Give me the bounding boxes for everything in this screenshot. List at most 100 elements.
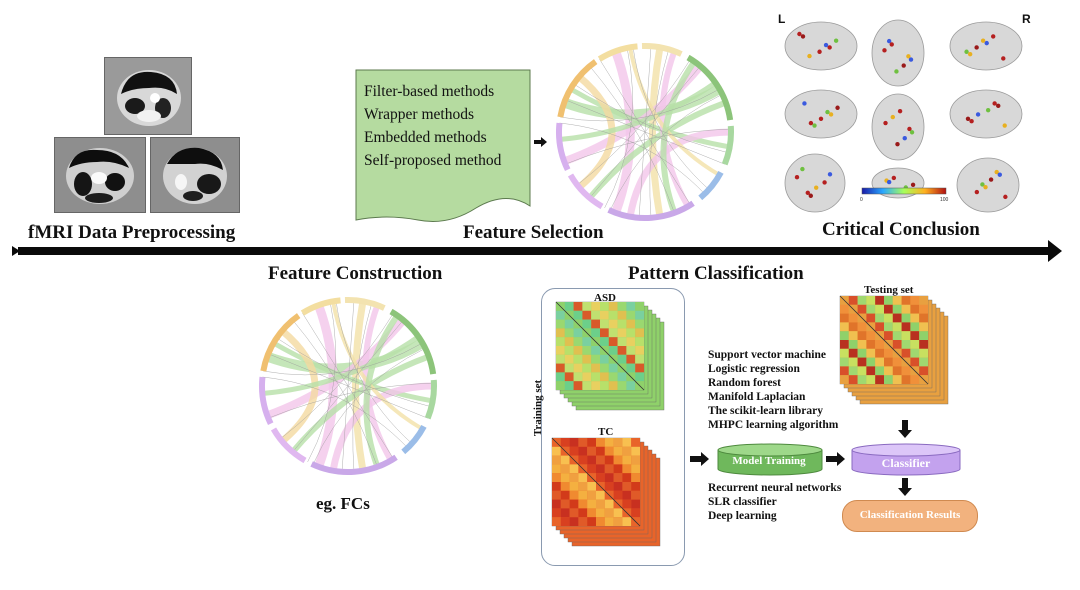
classifier-method: Random forest <box>708 377 781 389</box>
matrix-cell <box>600 337 609 346</box>
matrix-cell <box>573 328 583 338</box>
matrix-cell <box>910 348 920 358</box>
matrix-cell <box>587 499 596 509</box>
matrix-cell <box>582 319 592 329</box>
matrix-cell <box>875 313 884 323</box>
matrix-cell <box>919 322 928 332</box>
matrix-cell <box>622 455 632 465</box>
chord-line <box>649 49 669 218</box>
chord-segment <box>597 43 638 62</box>
matrix-cell <box>564 328 574 338</box>
matrix-cell <box>608 381 618 390</box>
stage-title-preprocessing: fMRI Data Preprocessing <box>28 222 236 243</box>
matrix-cell <box>840 357 849 367</box>
colorbar <box>861 187 947 195</box>
matrix-cell <box>622 473 632 482</box>
brain-roi-dot <box>828 112 834 117</box>
matrix-cell <box>582 310 592 320</box>
brain-roi-dot <box>1001 56 1006 61</box>
chord-diagram-construction <box>259 297 437 475</box>
colorbar-min: 0 <box>860 197 863 203</box>
colorbar-max: 100 <box>940 197 949 203</box>
matrix-cell <box>587 438 596 447</box>
matrix-cell <box>857 322 867 332</box>
brain-roi-dot <box>800 34 806 39</box>
matrix-cell <box>622 464 632 474</box>
matrix-cell <box>556 372 565 382</box>
matrix-cell <box>569 499 579 509</box>
matrix-cell <box>866 296 876 305</box>
matrix-cell <box>840 322 849 332</box>
brain-roi-dot <box>797 31 802 37</box>
classifier-method: MHPC learning algorithm <box>708 419 839 431</box>
matrix-cell <box>866 331 876 340</box>
matrix-cell <box>569 438 579 447</box>
matrix-cell <box>613 455 623 465</box>
matrix-cell <box>848 366 858 376</box>
brain-roi-dot <box>980 182 985 187</box>
matrix-cell <box>622 517 632 526</box>
matrix-cell <box>617 328 627 338</box>
chord-line <box>341 300 355 472</box>
chord-line <box>573 83 729 153</box>
chord-line <box>604 47 633 209</box>
matrix-cell <box>631 499 640 509</box>
matrix-cell <box>875 357 884 367</box>
matrix-cell <box>910 340 920 349</box>
tc-matrix-stack <box>551 437 661 547</box>
brain-roi-dot <box>902 136 907 141</box>
matrix-cell <box>626 302 636 311</box>
brain-view <box>871 93 925 161</box>
chord-band <box>559 80 717 142</box>
matrix-cell <box>892 331 902 340</box>
matrix-cell <box>622 499 632 509</box>
asd-matrix-stack <box>555 301 665 411</box>
brain-roi-dot <box>994 169 999 175</box>
matrix-cell <box>573 381 583 390</box>
chord-segment <box>721 125 734 166</box>
matrix-cell <box>848 322 858 332</box>
chord-segment <box>300 297 341 316</box>
matrix-cell <box>857 304 867 314</box>
matrix-cell <box>564 302 574 311</box>
arrow-classifier-to-results <box>898 478 912 496</box>
matrix-cell <box>578 508 588 518</box>
brain-roi-dot <box>974 189 980 195</box>
matrix-cell <box>552 490 561 500</box>
matrix-cell <box>582 302 592 311</box>
matrix-cell <box>604 517 614 526</box>
matrix-cell <box>848 375 858 384</box>
brain-roi-dot <box>894 69 899 74</box>
chord-line <box>292 319 378 467</box>
matrix-cell <box>596 490 605 500</box>
matrix-cell <box>901 348 911 358</box>
matrix-cell <box>857 331 867 340</box>
matrix-cell <box>631 482 640 491</box>
matrix-cell <box>582 381 592 390</box>
chord-line <box>577 58 691 186</box>
matrix-cell <box>573 302 583 311</box>
matrix-cell <box>875 366 884 376</box>
chord-segment <box>686 54 734 121</box>
matrix-cell <box>857 340 867 349</box>
matrix-cell <box>560 517 570 526</box>
matrix-cell <box>578 490 588 500</box>
brain-roi-dot <box>825 109 830 115</box>
chord-segment <box>401 424 427 455</box>
brain-view <box>871 19 925 87</box>
chord-line <box>565 128 731 165</box>
matrix-cell <box>587 446 596 456</box>
chord-band <box>265 338 425 374</box>
matrix-cell <box>631 464 640 474</box>
chord-line <box>589 65 675 213</box>
chord-band <box>648 46 664 218</box>
brain-roi-dot <box>833 38 839 43</box>
matrix-cell <box>560 473 570 482</box>
brain-roi-dot <box>800 166 805 172</box>
matrix-cell <box>552 508 561 518</box>
brain-roi-dot <box>910 182 916 187</box>
classifier-method: Deep learning <box>708 510 777 522</box>
matrix-cell <box>596 517 605 526</box>
matrix-cell <box>578 438 588 447</box>
arrow-to-model-training <box>690 452 709 466</box>
